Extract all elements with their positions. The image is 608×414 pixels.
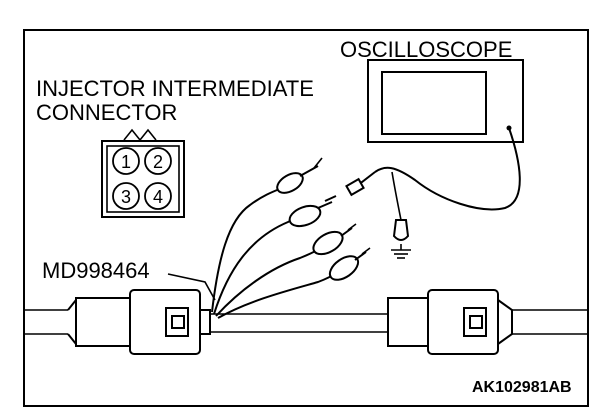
pin-label: 1 [121, 152, 131, 172]
connector-lock-tab [123, 128, 157, 142]
main-harness [24, 309, 588, 335]
tool-leader-line [167, 273, 216, 301]
oscilloscope [367, 59, 524, 143]
oscilloscope-label: OSCILLOSCOPE [340, 37, 512, 62]
diagram-frame [23, 29, 589, 407]
connector-face: 1 2 3 4 [101, 128, 185, 218]
tool-label: MD998464 [42, 258, 150, 283]
right-harness-connector [387, 289, 513, 355]
figure-code: AK102981AB [472, 379, 572, 396]
test-harness-leads [211, 157, 371, 319]
connector-pin: 1 [112, 147, 140, 175]
probe-plug [324, 171, 376, 202]
connector-pin: 4 [144, 182, 172, 210]
connector-label-line1: INJECTOR INTERMEDIATE [36, 76, 314, 101]
connector-pin: 3 [112, 182, 140, 210]
oscilloscope-screen [381, 71, 487, 135]
pin-label: 3 [121, 187, 131, 207]
ground-clip [391, 171, 411, 259]
connector-pin: 2 [144, 147, 172, 175]
oscilloscope-lead [374, 127, 521, 211]
pin-label: 4 [153, 187, 163, 207]
connector-label-line2: CONNECTOR [36, 100, 177, 125]
pin-label: 2 [153, 152, 163, 172]
left-harness-connector [67, 289, 211, 355]
